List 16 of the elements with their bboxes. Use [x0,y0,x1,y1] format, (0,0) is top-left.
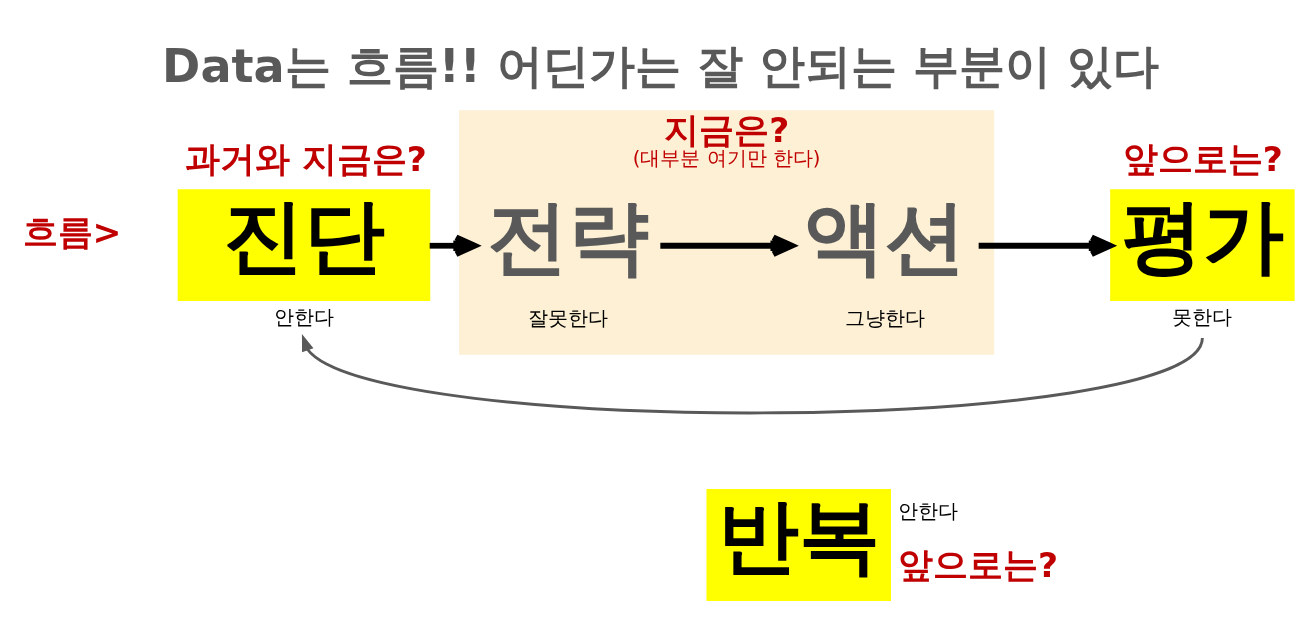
node-text: 액션 [804,190,967,285]
arrow [301,333,1204,415]
node-text: 전략 [487,190,650,285]
node-label: 잘못한다 [527,306,608,330]
node-label: 앞으로는? [1122,138,1283,179]
node-label: 안한다 [273,305,334,329]
node-box: 진단 [177,189,431,302]
node-label: 안한다 [897,500,958,524]
node-box: 평가 [1110,189,1295,302]
diagram-title: Data는 흐름!! 어딘가는 잘 안되는 부분이 있다 [162,38,1160,93]
node-label: 앞으로는? [897,544,1058,585]
node-label: 그냥한다 [844,306,925,330]
label: 흐름> [22,212,122,253]
node-box: 반복 [706,489,891,601]
node-label: 과거와 지금은? [184,138,427,179]
node-label: 못한다 [1172,305,1233,329]
